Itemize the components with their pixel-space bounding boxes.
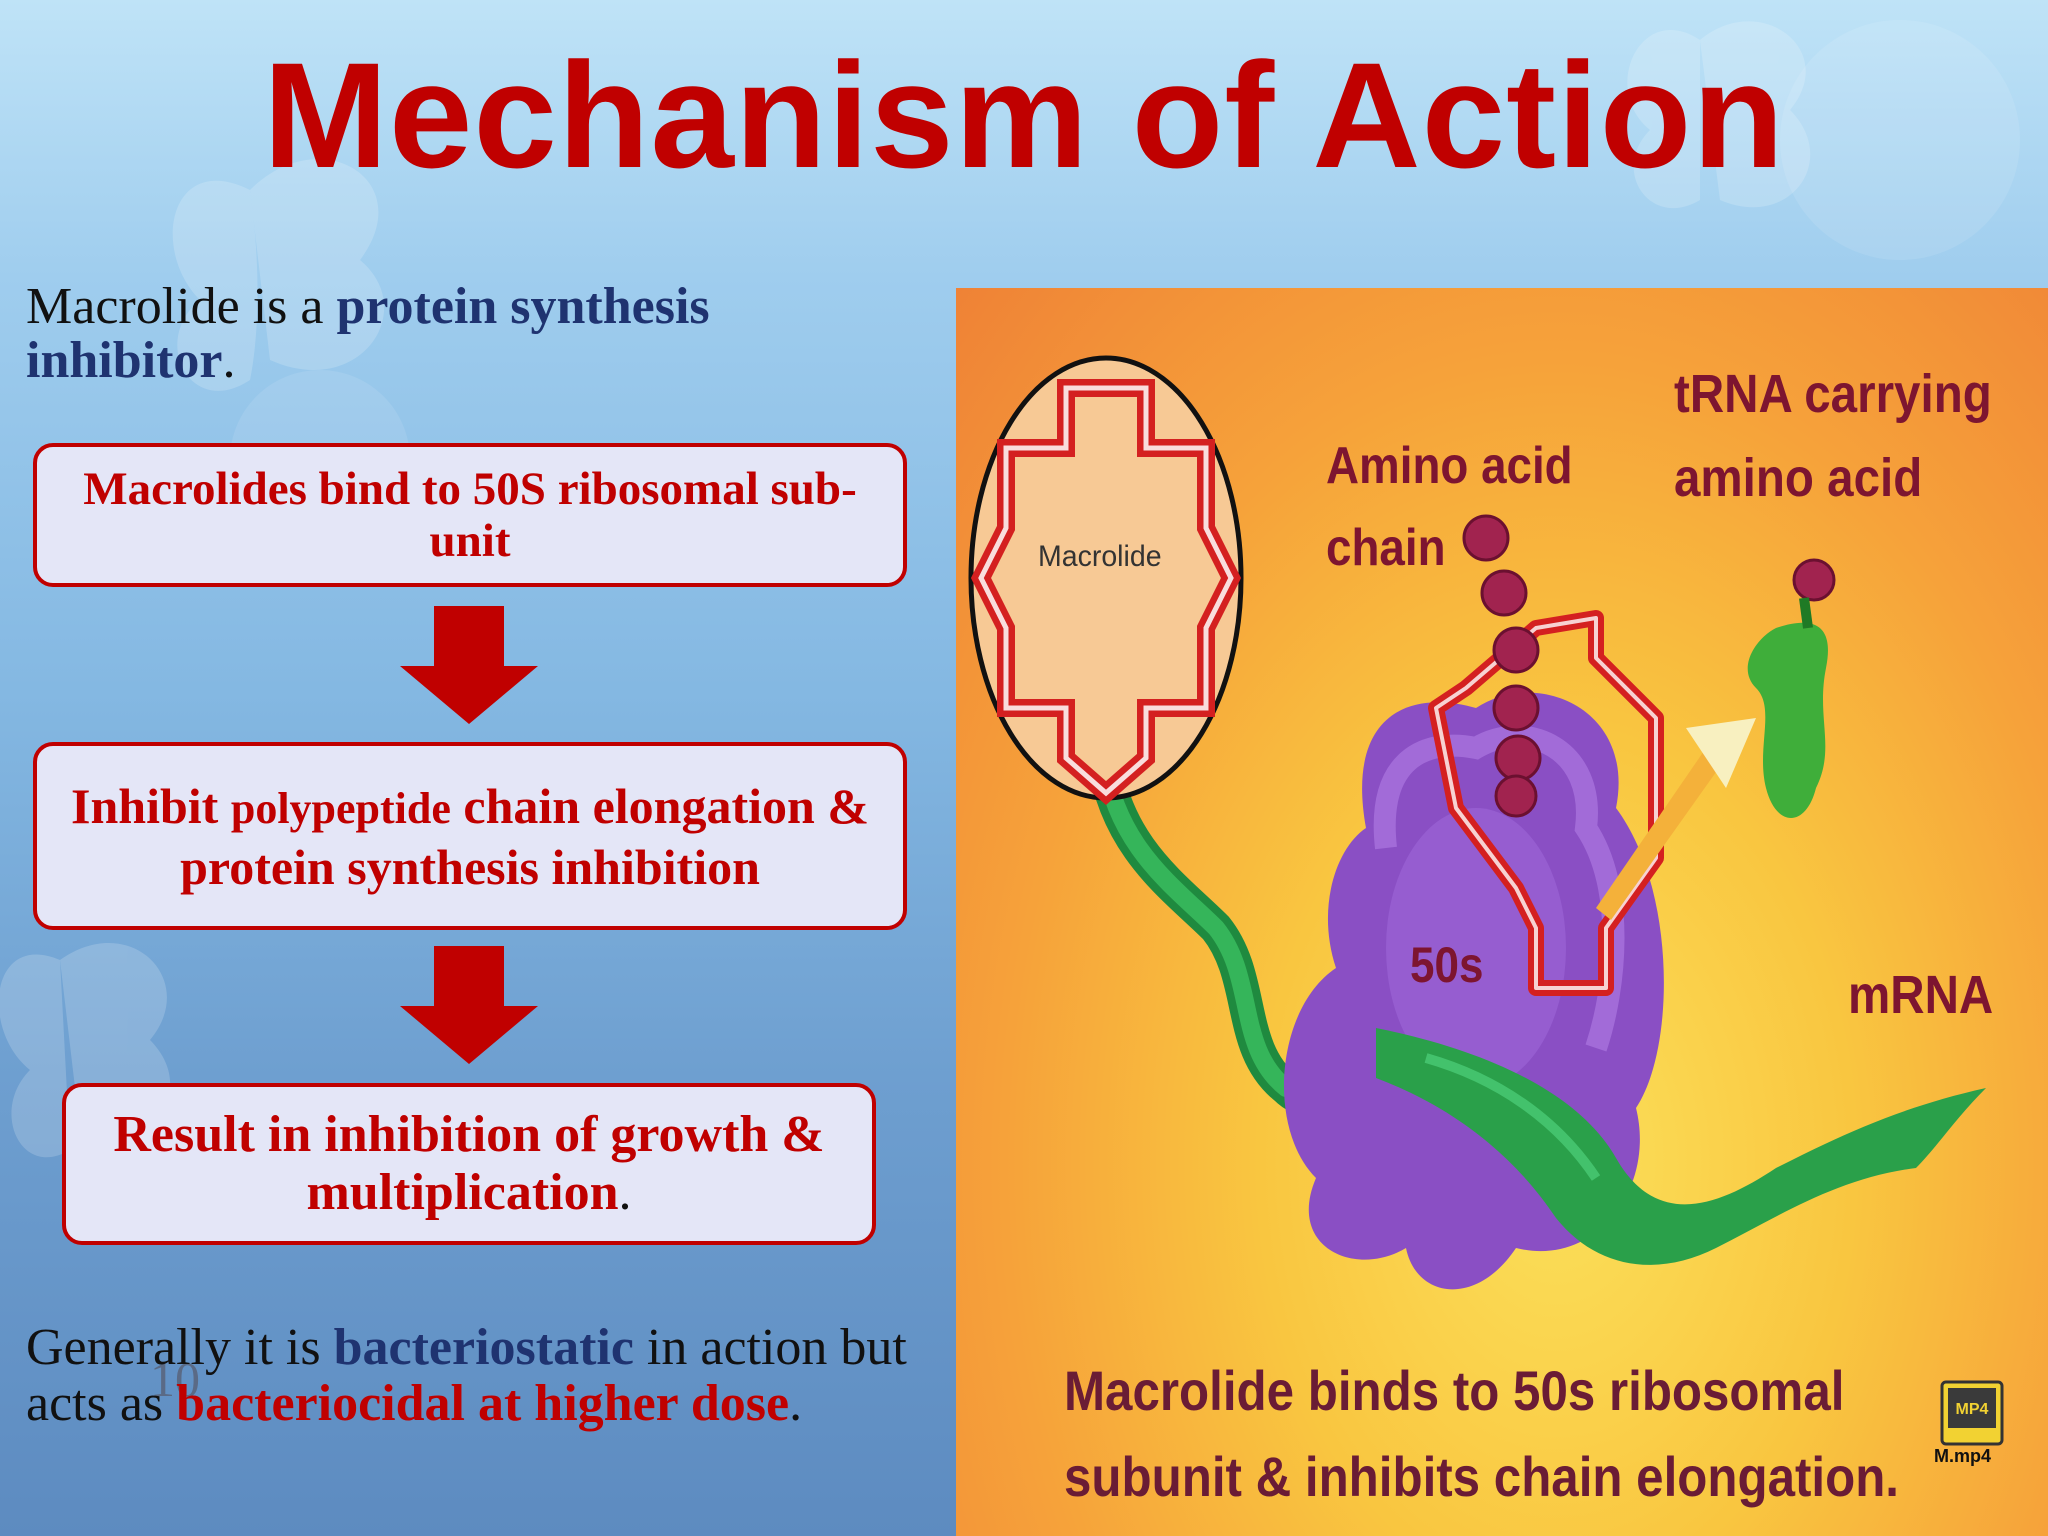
amino-label-line: Amino acid (1326, 437, 1573, 495)
flow-box-inhibit: Inhibit polypeptide chain elongation & p… (33, 742, 907, 930)
down-arrow-icon (400, 606, 538, 724)
video-file-name[interactable]: M.mp4 (1934, 1446, 1992, 1466)
macrolide-label: Macrolide (1038, 540, 1162, 573)
trna-label: tRNA carrying amino acid (1674, 352, 1992, 520)
amino-acid-chain-label: Amino acid chain (1326, 425, 1573, 589)
mechanism-figure: tRNA carrying amino acid Amino acid chai… (956, 288, 2048, 1536)
slide-title: Mechanism of Action (263, 31, 1785, 199)
flow-box-bind-text: Macrolides bind to 50S ribosomal sub-uni… (83, 463, 857, 567)
video-file-icon-text: MP4 (1956, 1401, 1989, 1418)
flow-box-bind: Macrolides bind to 50S ribosomal sub-uni… (33, 443, 907, 587)
ribosome-50s-label: 50s (1410, 937, 1484, 993)
footer-highlight-bacteriostatic: bacteriostatic (333, 1319, 634, 1376)
video-file-icon[interactable]: MP4 (1936, 1378, 2008, 1468)
amino-label-line: chain (1326, 519, 1446, 577)
figure-caption-line: subunit & inhibits chain elongation. (1064, 1445, 1899, 1508)
flow-box-inhibit-part: polypeptide (230, 783, 451, 833)
intro-highlight: protein synthesis inhibitor (26, 278, 710, 389)
ribosome-illustration (968, 355, 1986, 1290)
flow-box-result-text: Result in inhibition of growth & multipl… (96, 1106, 842, 1222)
footer-text: Generally it is bacteriostatic in action… (26, 1320, 926, 1432)
down-arrow-icon (400, 946, 538, 1064)
footer-text-part: Generally it is (26, 1319, 334, 1376)
footer-text-end: . (789, 1375, 803, 1432)
intro-text-end: . (222, 332, 236, 389)
intro-text-part: Macrolide is a (26, 278, 337, 335)
trna-label-line: tRNA carrying (1674, 364, 1992, 424)
flow-box-result-main: Result in inhibition of growth & multipl… (113, 1106, 825, 1221)
figure-caption-line: Macrolide binds to 50s ribosomal (1064, 1359, 1845, 1422)
trna-label-line: amino acid (1674, 448, 1923, 508)
footer-text-part: in action but acts as (26, 1319, 907, 1432)
footer-highlight-bacteriocidal: bacteriocidal at higher dose (176, 1375, 790, 1432)
intro-text: Macrolide is a protein synthesis inhibit… (26, 280, 926, 388)
flow-box-result: Result in inhibition of growth & multipl… (62, 1083, 876, 1245)
flow-box-result-tail: . (618, 1164, 632, 1221)
flow-box-inhibit-part: Inhibit (71, 777, 231, 834)
flow-box-inhibit-part: chain elongation & protein synthesis inh… (180, 777, 869, 895)
mrna-label: mRNA (1848, 965, 1994, 1025)
page-number: 10 (150, 1351, 200, 1407)
figure-caption: Macrolide binds to 50s ribosomal subunit… (1064, 1348, 1899, 1520)
flow-box-inhibit-text: Inhibit polypeptide chain elongation & p… (67, 777, 873, 896)
